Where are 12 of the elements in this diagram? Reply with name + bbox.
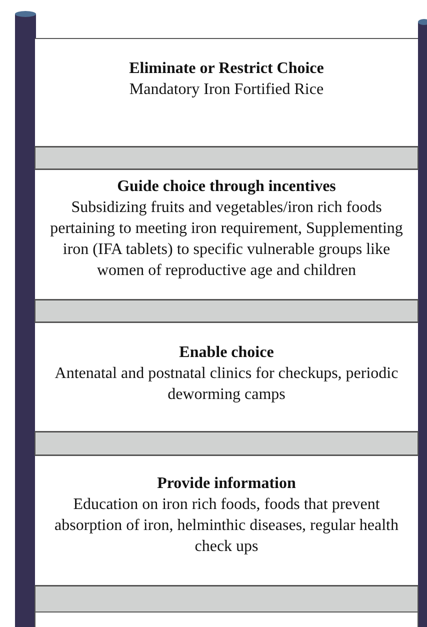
step-description: Antenatal and postnatal clinics for checkups, periodic deworming camps bbox=[54, 364, 400, 404]
step-box bbox=[35, 455, 418, 586]
step-heading: Guide choice through incentives bbox=[117, 177, 336, 197]
step-description: Subsidizing fruits and vegetables/iron rich foods pertaining to meeting iron requirement, Supplementing iron (IFA tablets) to specific vulnerable groups like women of reproductive age and children bbox=[49, 198, 404, 281]
step-box bbox=[35, 169, 418, 300]
step-heading: Provide information bbox=[157, 474, 296, 494]
step-heading: Eliminate or Restrict Choice bbox=[129, 58, 324, 78]
step-description: Mandatory Iron Fortified Rice bbox=[128, 80, 325, 100]
step-heading: Enable choice bbox=[179, 342, 274, 362]
step-box bbox=[35, 322, 418, 432]
step-description: Education on iron rich foods, foods that prevent absorption of iron, helminthic diseases, regular health check ups bbox=[54, 494, 400, 556]
step-box bbox=[35, 38, 418, 147]
